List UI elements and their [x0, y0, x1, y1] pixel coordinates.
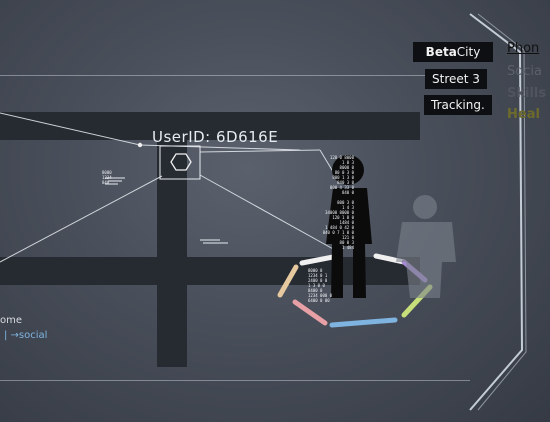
data-stream-main: 120 0 8000 1 0 3 8000 0 80 0 3 0 800 1 3…	[292, 155, 354, 250]
user-id-label: UserID: 6D616E	[152, 128, 278, 146]
ghost-person-icon	[396, 195, 456, 298]
city-bold-text: Beta	[426, 45, 457, 59]
side-item-phone[interactable]: Phon	[507, 41, 539, 56]
hexagon-marker-icon	[171, 154, 191, 170]
data-stream-lower: 8000 0 1234 0 1 2400 0 0 1 3 0 0 8400 0 …	[308, 268, 332, 303]
marker-box	[160, 146, 200, 179]
side-item-health[interactable]: Heal	[507, 107, 540, 122]
side-item-skills[interactable]: Skills	[507, 86, 546, 101]
street-badge: Street 3	[425, 69, 487, 89]
data-stream-small: 8000 1234 840	[102, 170, 112, 185]
home-label: ome	[0, 315, 22, 326]
city-text: City	[457, 45, 481, 59]
city-badge: BetaCity	[413, 42, 493, 62]
social-link[interactable]: | →social	[4, 330, 47, 341]
side-item-social[interactable]: Socia	[507, 64, 542, 79]
tracking-badge: Tracking.	[424, 95, 492, 115]
